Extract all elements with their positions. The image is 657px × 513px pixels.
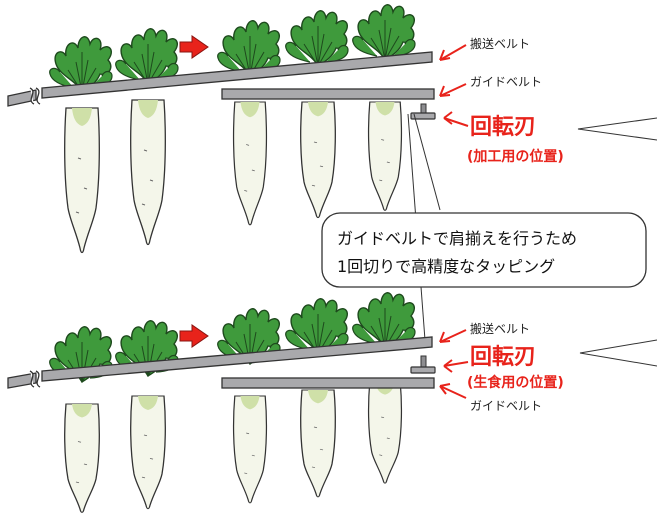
rotating-blade-icon [410,103,436,120]
callout-pointer [413,113,441,211]
rotating-blade-label: 回転刃 [470,344,536,370]
callout-box: ガイドベルトで肩揃えを行うため 1回切りで高精度なタッピング [321,212,647,288]
radish [300,101,336,219]
blade-projection [577,117,657,141]
leaf-cluster [284,10,349,67]
radish [130,395,166,510]
guide-belt [221,88,435,100]
radish [232,101,268,226]
direction-arrow-icon [179,324,209,348]
conveyor-belt [7,51,433,107]
blade-position-label: (加工用の位置) [467,148,564,165]
radish [130,99,166,246]
radish [64,403,100,513]
direction-arrow-icon [179,35,209,59]
radish [300,389,336,498]
callout-line-2: 1回切りで高精度なタッピング [337,257,555,276]
radish [367,381,403,484]
guide-belt-label: ガイドベルト [470,75,542,89]
leader-arrow-icon [439,83,467,97]
radish [232,395,268,504]
guide-belt [221,377,435,389]
leader-arrow-icon [443,359,469,373]
leader-arrow-icon [439,329,467,343]
leader-arrow-icon [443,111,469,127]
leaf-cluster [351,4,416,61]
radish [367,101,403,211]
callout-line-1: ガイドベルトで肩揃えを行うため [337,229,577,248]
leader-arrow-icon [439,44,467,61]
blade-position-label: (生食用の位置) [467,374,564,391]
guide-belt-label: ガイドベルト [470,399,542,413]
conveyor-belt-label: 搬送ベルト [470,36,530,51]
top-panel: 搬送ベルト ガイドベルト 回転刃 (加工用の位置) [7,4,657,254]
conveyor-belt [7,336,433,389]
rotating-blade-label: 回転刃 [470,114,536,140]
rotating-blade-icon [410,355,436,374]
conveyor-belt-label: 搬送ベルト [470,321,530,336]
bottom-panel: 搬送ベルト 回転刃 (生食用の位置) ガイドベルト [7,292,657,513]
leader-arrow-icon [439,383,467,399]
radish [64,107,100,254]
blade-projection [579,339,657,367]
